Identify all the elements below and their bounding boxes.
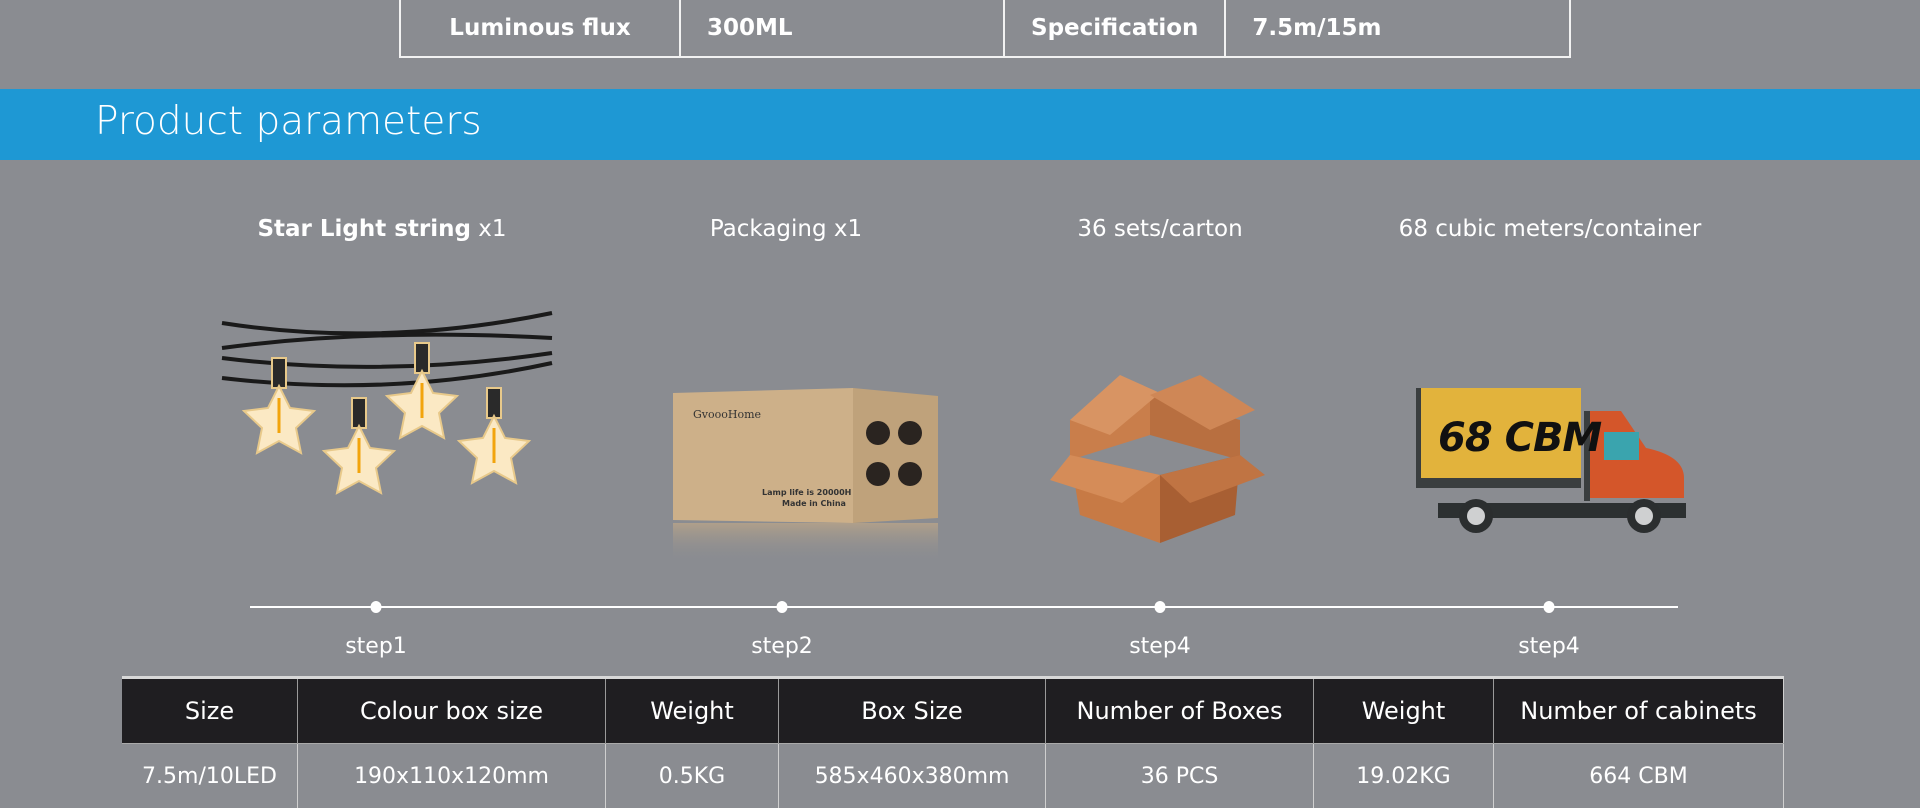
- packaging-logo: GvoooHome: [693, 408, 761, 421]
- truck-label: 68 CBM: [1438, 415, 1601, 461]
- caption-carton: 36 sets/carton: [1077, 216, 1242, 242]
- header-size: Size: [122, 678, 298, 744]
- timeline-dot-2: [777, 601, 788, 613]
- caption-light-string: Star Light string x1: [257, 216, 506, 242]
- timeline-line: [250, 606, 1678, 608]
- timeline-dot-1: [371, 601, 382, 613]
- table-row: 7.5m/10LED 190x110x120mm 0.5KG 585x460x3…: [122, 744, 1784, 808]
- header-colour-box-size: Colour box size: [298, 678, 606, 744]
- spec-value-luminous-flux: 300ML: [680, 0, 1004, 57]
- spec-label-luminous-flux: Luminous flux: [400, 0, 680, 57]
- carton-image: [1050, 375, 1265, 545]
- cell-weight: 0.5KG: [606, 744, 779, 808]
- timeline-dot-4: [1544, 601, 1555, 613]
- packaging-text-made-in: Made in China: [782, 499, 846, 508]
- caption-packaging: Packaging x1: [710, 216, 862, 242]
- caption-light-string-bold: Star Light string: [257, 216, 471, 242]
- header-number-of-cabinets: Number of cabinets: [1494, 678, 1784, 744]
- table-header-row: Size Colour box size Weight Box Size Num…: [122, 678, 1784, 744]
- header-carton-weight: Weight: [1314, 678, 1494, 744]
- caption-container: 68 cubic meters/container: [1399, 216, 1702, 242]
- step-label-3: step4: [1129, 634, 1191, 659]
- caption-light-string-qty: x1: [471, 216, 507, 242]
- step-label-1: step1: [345, 634, 407, 659]
- header-number-of-boxes: Number of Boxes: [1046, 678, 1314, 744]
- cell-number-of-boxes: 36 PCS: [1046, 744, 1314, 808]
- timeline-dot-3: [1155, 601, 1166, 613]
- section-title: Product parameters: [95, 99, 482, 144]
- parameter-table: Size Colour box size Weight Box Size Num…: [122, 676, 1784, 808]
- step-label-4: step4: [1518, 634, 1580, 659]
- cell-number-of-cabinets: 664 CBM: [1494, 744, 1784, 808]
- spec-table: Luminous flux 300ML Specification 7.5m/1…: [399, 0, 1571, 58]
- cell-colour-box-size: 190x110x120mm: [298, 744, 606, 808]
- spec-value-specification: 7.5m/15m: [1225, 0, 1570, 57]
- header-weight: Weight: [606, 678, 779, 744]
- cell-carton-weight: 19.02KG: [1314, 744, 1494, 808]
- cell-box-size: 585x460x380mm: [779, 744, 1046, 808]
- packaging-text-lamp-life: Lamp life is 20000H: [762, 488, 851, 497]
- step-label-2: step2: [751, 634, 813, 659]
- star-light-string-image: [222, 308, 552, 523]
- spec-label-specification: Specification: [1004, 0, 1225, 57]
- cell-size: 7.5m/10LED: [122, 744, 298, 808]
- header-box-size: Box Size: [779, 678, 1046, 744]
